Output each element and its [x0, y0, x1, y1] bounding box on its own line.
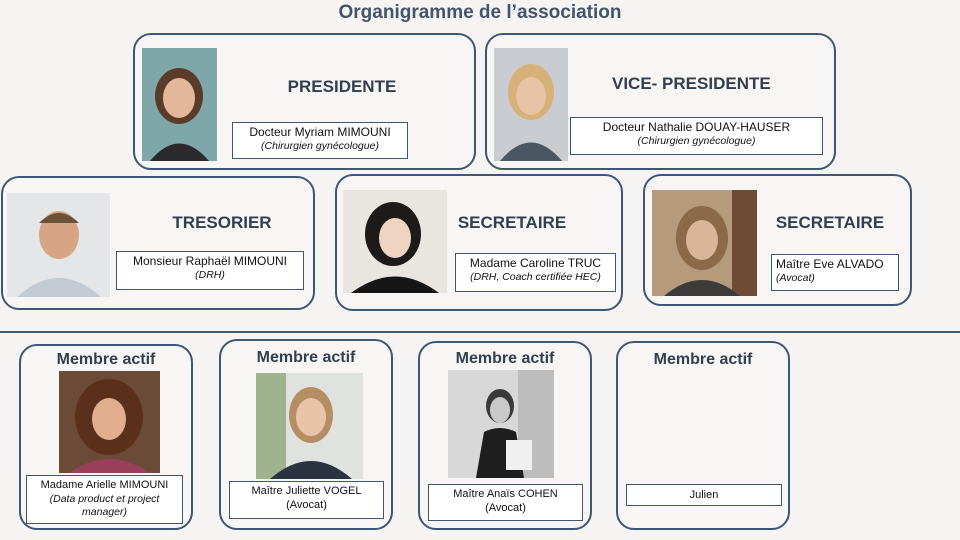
photo-tresorier — [7, 193, 110, 297]
photo-secretaire-2 — [652, 190, 757, 296]
person-occupation: (Avocat) — [286, 499, 327, 511]
section-divider — [0, 331, 960, 333]
person-name: Monsieur Raphaël MIMOUNI — [132, 254, 288, 268]
role-label: Membre actif — [256, 349, 356, 366]
person-name: Maître Anaïs COHEN — [453, 488, 558, 500]
name-box: Madame Caroline TRUC (DRH, Coach certifi… — [455, 253, 616, 292]
role-label: SECRETAIRE — [775, 213, 885, 232]
photo-membre-1 — [59, 371, 160, 473]
person-occupation: (DRH) — [195, 269, 225, 281]
role-label: Membre actif — [56, 351, 156, 368]
person-name: Docteur Nathalie DOUAY-HAUSER — [602, 120, 791, 134]
name-box: Docteur Nathalie DOUAY-HAUSER (Chirurgie… — [570, 117, 823, 155]
name-box: Maître Eve ALVADO (Avocat) — [771, 254, 899, 291]
photo-membre-3 — [448, 370, 554, 478]
name-box: Maître Anaïs COHEN (Avocat) — [428, 484, 583, 521]
person-name: Docteur Myriam MIMOUNI — [249, 125, 391, 139]
person-name: Maître Juliette VOGEL — [251, 485, 362, 497]
photo-membre-2 — [256, 373, 363, 479]
role-label: TRESORIER — [172, 213, 272, 232]
name-box: Docteur Myriam MIMOUNI (Chirurgien gynéc… — [232, 122, 408, 159]
name-box: Monsieur Raphaël MIMOUNI (DRH) — [116, 251, 304, 290]
person-occupation: (Avocat) — [485, 502, 526, 514]
name-box: Maître Juliette VOGEL (Avocat) — [229, 481, 384, 519]
person-name: Madame Arielle MIMOUNI — [40, 479, 169, 491]
person-occupation: (Chirurgien gynécologue) — [637, 135, 756, 147]
role-label: Membre actif — [455, 350, 555, 367]
photo-presidente — [142, 48, 217, 161]
role-label: Membre actif — [653, 351, 753, 368]
name-box: Julien — [626, 484, 782, 506]
person-occupation: (Avocat) — [776, 272, 815, 284]
role-label: SECRETAIRE — [457, 213, 567, 232]
person-name: Julien — [689, 489, 719, 501]
person-occupation: (Chirurgien gynécologue) — [261, 140, 379, 152]
person-occupation: (Data product et project manager) — [49, 493, 160, 518]
role-label: PRESIDENTE — [287, 77, 397, 96]
person-occupation: (DRH, Coach certifiée HEC) — [470, 271, 601, 283]
photo-vice-presidente — [494, 48, 568, 161]
page-title: Organigramme de l’association — [338, 2, 622, 23]
person-name: Madame Caroline TRUC — [469, 256, 602, 270]
photo-secretaire-1 — [343, 190, 447, 293]
name-box: Madame Arielle MIMOUNI (Data product et … — [26, 475, 183, 524]
person-name: Maître Eve ALVADO — [776, 257, 884, 271]
role-label: VICE- PRESIDENTE — [612, 74, 771, 93]
